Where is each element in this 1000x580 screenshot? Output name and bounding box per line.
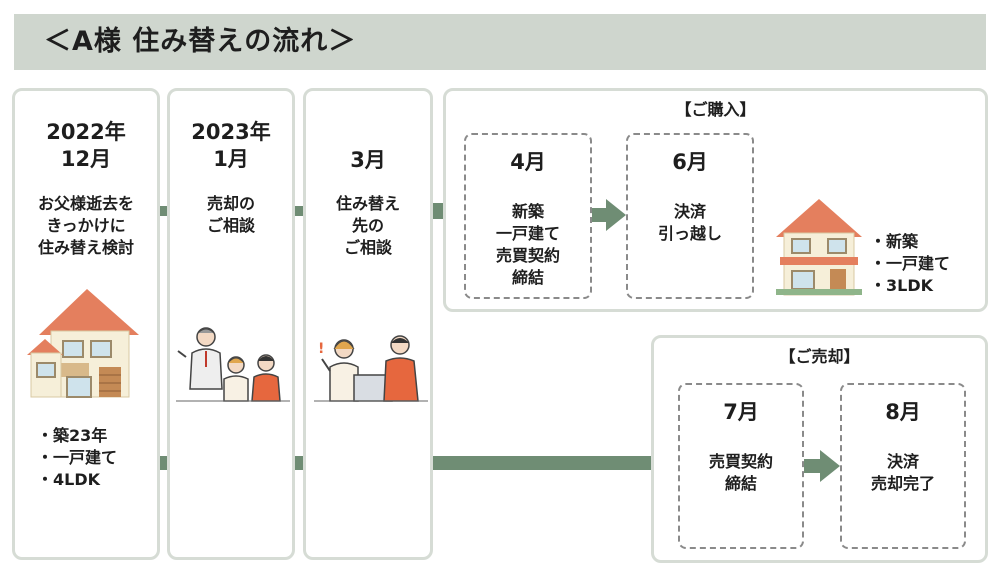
- sale-step-aug: 8月 決済 売却完了: [840, 383, 966, 549]
- step-month: 4月: [510, 150, 546, 174]
- description-line: 売却の: [206, 194, 255, 213]
- spec-item: ・築23年: [37, 426, 108, 445]
- description-line: 締結: [724, 474, 757, 493]
- sale-section: 【ご売却】 7月 売買契約 締結 8月 決済 売却完了: [651, 335, 988, 563]
- date-month: 1月: [213, 147, 249, 171]
- timeline-column-2022-dec: 2022年 12月 お父様逝去を きっかけに 住み替え検討 ・築23年 ・一戸建…: [12, 88, 160, 560]
- spec-item: ・一戸建て: [37, 448, 118, 467]
- house-spec-list: ・築23年 ・一戸建て ・4LDK: [37, 425, 117, 491]
- step-description: 決済 引っ越し: [628, 201, 752, 245]
- spec-item: ・新築: [870, 232, 919, 251]
- column-description: お父様逝去を きっかけに 住み替え検討: [15, 193, 157, 259]
- timeline-column-2023-jan: 2023年 1月 売却の ご相談: [167, 88, 295, 560]
- spec-item: ・一戸建て: [870, 254, 951, 273]
- description-line: ご相談: [343, 238, 392, 257]
- description-line: 売買契約: [495, 246, 560, 265]
- step-month: 7月: [723, 400, 759, 424]
- step-description: 決済 売却完了: [842, 451, 964, 495]
- spec-item: ・4LDK: [37, 470, 101, 489]
- svg-text:!: !: [318, 341, 324, 357]
- page-title: ＜A様 住み替えの流れ＞: [44, 26, 357, 57]
- column-date: 2022年 12月: [15, 119, 157, 173]
- arrow-right-icon: [592, 199, 626, 231]
- description-line: 新築: [511, 202, 544, 221]
- new-house-icon: [776, 199, 862, 296]
- step-description: 売買契約 締結: [680, 451, 802, 495]
- description-line: 引っ越し: [657, 224, 722, 243]
- spec-item: ・3LDK: [870, 276, 934, 295]
- consultation-illustration: [176, 327, 290, 402]
- column-description: 売却の ご相談: [170, 193, 292, 237]
- description-line: 決済: [673, 202, 706, 221]
- step-month: 8月: [885, 400, 921, 424]
- description-line: 住み替え: [335, 194, 400, 213]
- purchase-step-jun: 6月 決済 引っ越し: [626, 133, 754, 299]
- description-line: 住み替え検討: [37, 238, 134, 257]
- title-bar: ＜A様 住み替えの流れ＞: [14, 14, 986, 70]
- new-house-spec-list: ・新築 ・一戸建て ・3LDK: [870, 231, 950, 297]
- date-month: 3月: [350, 148, 386, 172]
- date-year: 2023年: [191, 120, 271, 144]
- column-date: 2023年 1月: [170, 119, 292, 173]
- connector-lower-1: [157, 456, 169, 470]
- description-line: 売却完了: [870, 474, 935, 493]
- connector-lower-3: [431, 456, 653, 470]
- purchase-header: 【ご購入】: [675, 100, 756, 119]
- description-line: 先の: [351, 216, 384, 235]
- arrow-right-icon: [804, 450, 840, 482]
- sale-step-jul: 7月 売買契約 締結: [678, 383, 804, 549]
- description-line: きっかけに: [46, 216, 126, 235]
- step-description: 新築 一戸建て 売買契約 締結: [466, 201, 590, 289]
- description-line: 締結: [511, 268, 544, 287]
- connector-upper-3: [431, 203, 445, 219]
- purchase-section: 【ご購入】 4月 新築 一戸建て 売買契約 締結 6月 決済 引っ越し ・新築 …: [443, 88, 988, 312]
- connector-upper-2: [293, 206, 305, 216]
- description-line: 決済: [886, 452, 919, 471]
- description-line: お父様逝去を: [37, 194, 134, 213]
- column-description: 住み替え 先の ご相談: [306, 193, 430, 259]
- description-line: ご相談: [206, 216, 255, 235]
- connector-lower-2: [293, 456, 305, 470]
- connector-upper-1: [157, 206, 169, 216]
- timeline-column-mar: 3月 住み替え 先の ご相談 !: [303, 88, 433, 560]
- column-date: 3月: [306, 147, 430, 174]
- date-month: 12月: [60, 147, 112, 171]
- old-house-icon: [27, 289, 139, 398]
- date-year: 2022年: [46, 120, 126, 144]
- description-line: 売買契約: [708, 452, 773, 471]
- step-month: 6月: [672, 150, 708, 174]
- sale-header: 【ご売却】: [779, 347, 860, 366]
- purchase-step-apr: 4月 新築 一戸建て 売買契約 締結: [464, 133, 592, 299]
- laptop-consultation-illustration: !: [314, 335, 428, 402]
- description-line: 一戸建て: [495, 224, 560, 243]
